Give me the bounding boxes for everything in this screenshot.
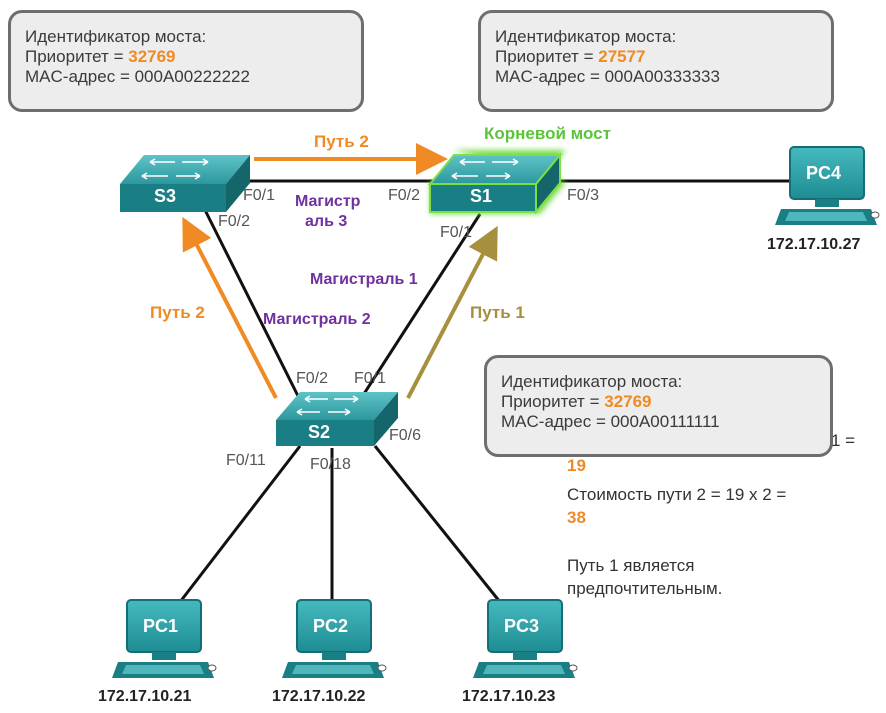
link-s2-pc1 <box>178 445 302 603</box>
s3-port-f01: F0/1 <box>243 187 276 204</box>
switch-arrows-icon <box>451 158 519 180</box>
cost-path2-line: Стоимость пути 2 = 19 x 2 = <box>567 485 787 504</box>
bridge-id-box-s1: Идентификатор моста: Приоритет = 27577 M… <box>478 10 834 112</box>
cost-path1-value: 19 <box>567 456 586 475</box>
pc1-icon[interactable] <box>112 599 217 678</box>
conclusion-line2: предпочтительным. <box>567 579 723 598</box>
bridge-id-box-s2: Идентификатор моста: Приоритет = 32769 M… <box>484 355 833 457</box>
pc3-icon[interactable] <box>473 599 578 678</box>
bridge-priority: Приоритет = 32769 <box>501 392 652 411</box>
trunk3-label-line2: аль 3 <box>305 213 348 230</box>
pc4-ip: 172.17.10.27 <box>767 236 861 253</box>
link-s3-s2 <box>203 209 302 401</box>
s2-port-f011: F0/11 <box>226 452 266 469</box>
bridge-priority: Приоритет = 27577 <box>495 47 646 66</box>
s2-port-f018: F0/18 <box>310 456 351 473</box>
bridge-id-title: Идентификатор моста: <box>25 27 207 46</box>
switch-s3-label: S3 <box>154 186 177 206</box>
switch-arrows-icon <box>296 395 359 416</box>
root-bridge-label: Корневой мост <box>484 124 611 143</box>
conclusion-line1: Путь 1 является <box>567 556 695 575</box>
s1-port-f03: F0/3 <box>567 187 600 204</box>
s2-port-f06: F0/6 <box>389 427 422 444</box>
s1-port-f02: F0/2 <box>388 187 421 204</box>
switch-s1[interactable] <box>427 150 566 215</box>
pc3-label: PC3 <box>504 616 540 636</box>
pc3-ip: 172.17.10.23 <box>462 688 556 705</box>
path1-arrow <box>406 225 498 399</box>
trunk2-label: Магистраль 2 <box>263 311 371 328</box>
s2-port-f02: F0/2 <box>296 370 329 387</box>
bridge-mac: MAC-адрес = 000A00111111 <box>501 412 720 431</box>
trunk1-label: Магистраль 1 <box>310 271 418 288</box>
s2-port-f01: F0/1 <box>354 370 387 387</box>
pc2-icon[interactable] <box>282 599 387 678</box>
pc1-ip: 172.17.10.21 <box>98 688 192 705</box>
bridge-id-title: Идентификатор моста: <box>501 372 683 391</box>
cost-path2-value: 38 <box>567 508 586 527</box>
pc1-label: PC1 <box>143 616 179 636</box>
path2-left-arrow <box>182 216 278 399</box>
path2-top-label: Путь 2 <box>314 132 369 151</box>
s3-port-f02: F0/2 <box>218 213 251 230</box>
links <box>178 179 790 603</box>
path2-left-label: Путь 2 <box>150 303 205 322</box>
bridge-mac: MAC-адрес = 000A00333333 <box>495 67 720 86</box>
link-s1-s2 <box>358 213 482 401</box>
switch-arrows-icon <box>141 158 209 180</box>
switch-s1-label: S1 <box>470 186 493 206</box>
bridge-id-title: Идентификатор моста: <box>495 27 677 46</box>
trunk3-label-line1: Магистр <box>295 193 361 210</box>
switch-s3[interactable] <box>120 155 250 212</box>
cost-line1-tail: 1 = <box>831 431 856 450</box>
path1-label: Путь 1 <box>470 303 525 322</box>
bridge-mac: MAC-адрес = 000A00222222 <box>25 67 250 86</box>
pc2-ip: 172.17.10.22 <box>272 688 366 705</box>
pc4-icon[interactable] <box>775 146 880 225</box>
pc4-label: PC4 <box>806 163 842 183</box>
link-s2-pc3 <box>373 445 502 603</box>
s1-port-f01: F0/1 <box>440 224 473 241</box>
bridge-id-box-s3: Идентификатор моста: Приоритет = 32769 M… <box>8 10 364 112</box>
switch-s2[interactable] <box>276 392 398 446</box>
pc2-label: PC2 <box>313 616 349 636</box>
switch-s2-label: S2 <box>308 422 331 442</box>
bridge-priority: Приоритет = 32769 <box>25 47 176 66</box>
